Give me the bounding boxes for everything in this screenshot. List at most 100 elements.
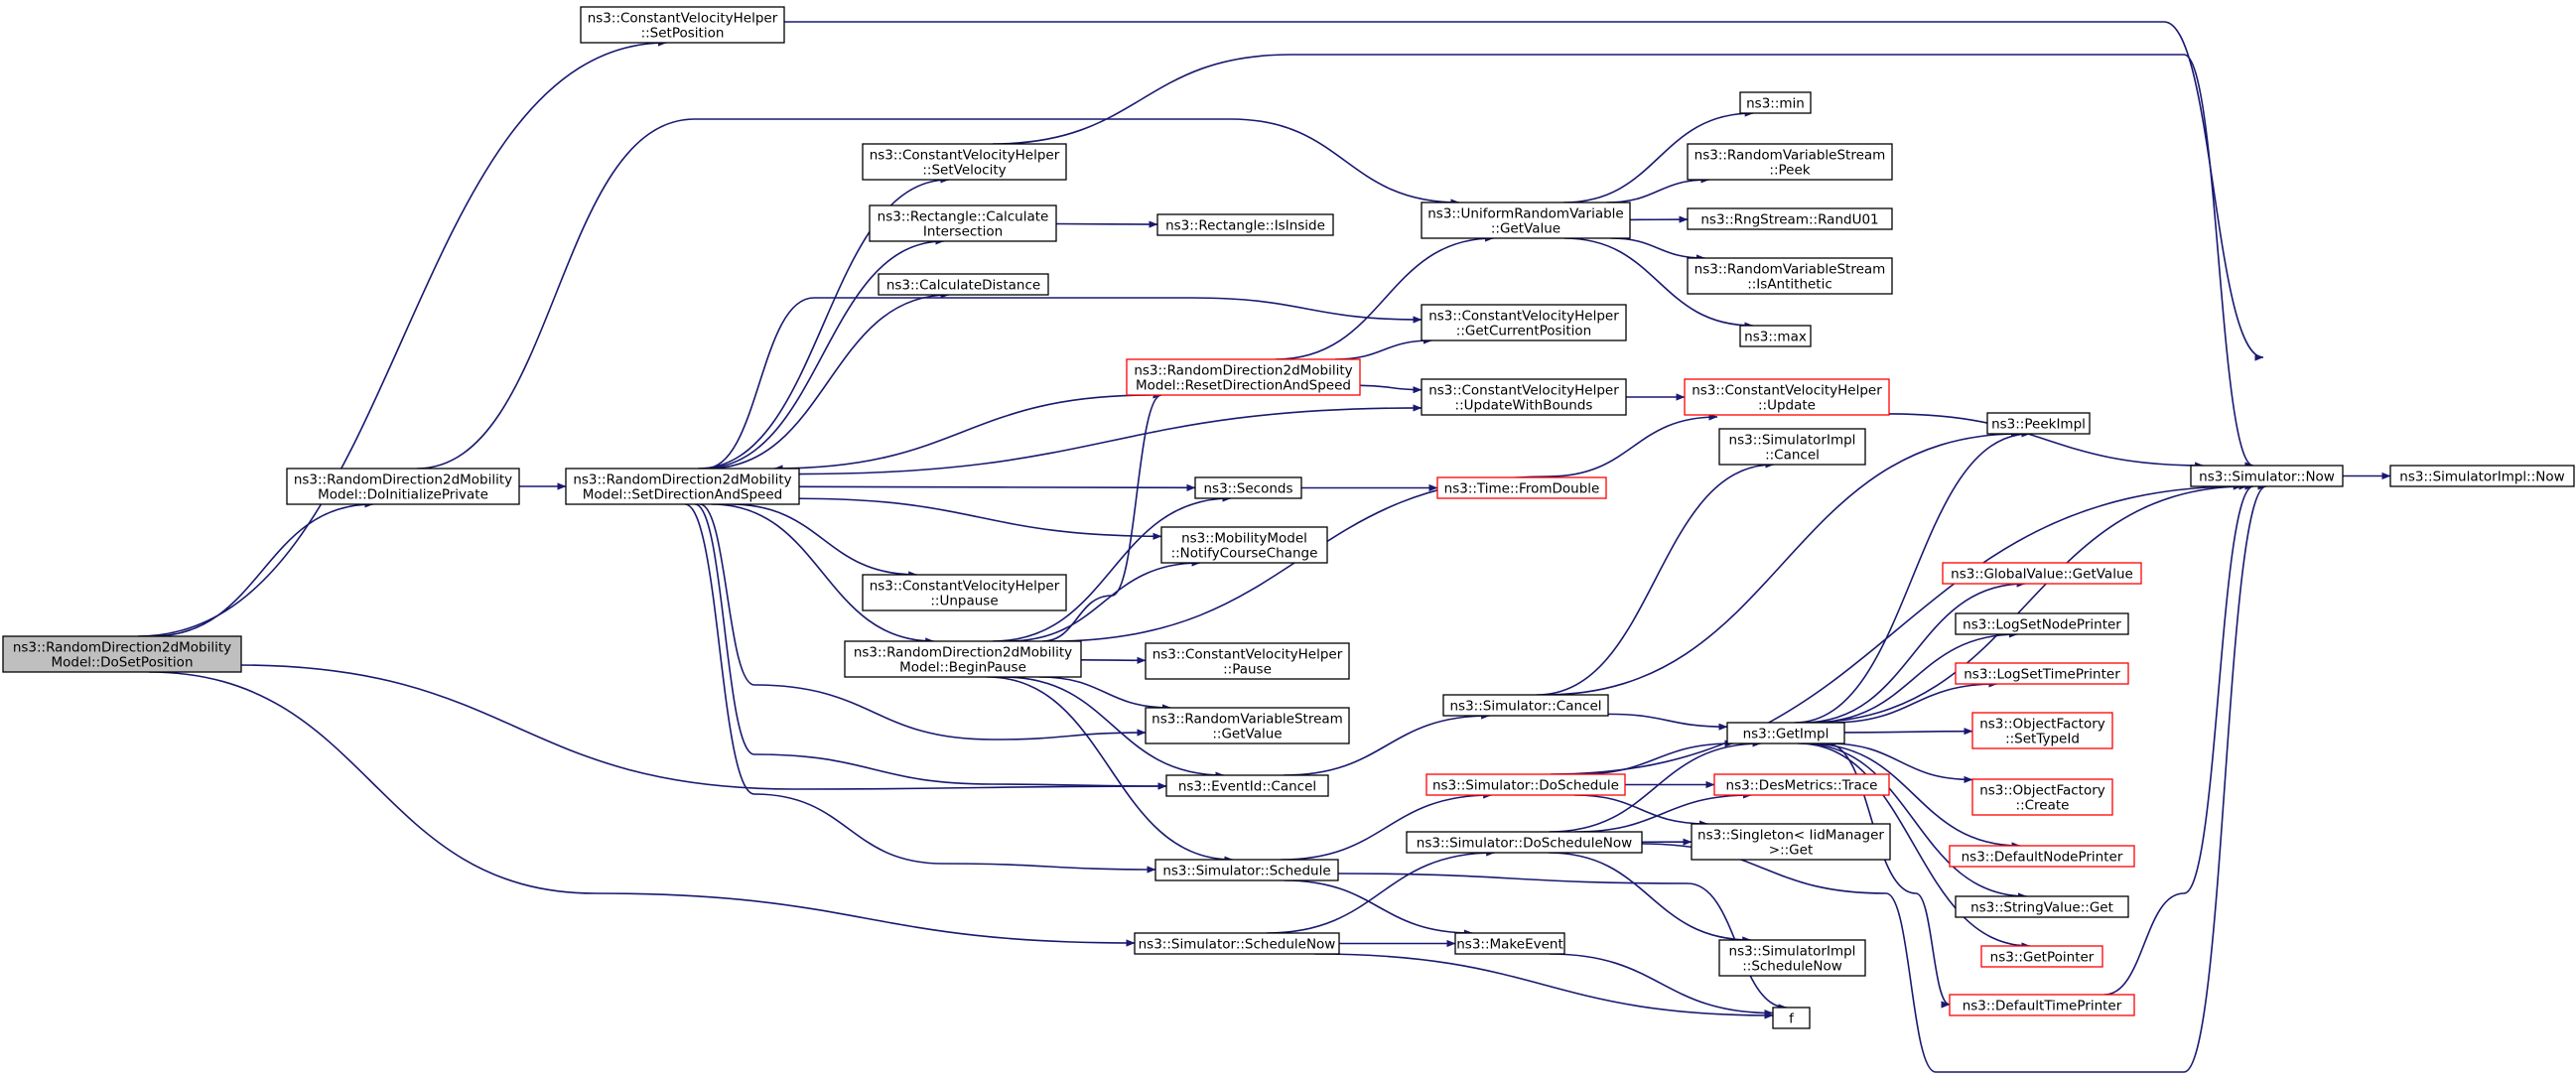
node-label-line: ::UpdateWithBounds (1455, 398, 1593, 414)
node-sim-doschedule[interactable]: ns3::Simulator::DoSchedule (1425, 773, 1626, 796)
node-desmetrics[interactable]: ns3::DesMetrics::Trace (1713, 773, 1890, 796)
node-mm-notify[interactable]: ns3::MobilityModel::NotifyCourseChange (1160, 526, 1328, 564)
node-label-line: ::Unpause (930, 594, 998, 609)
node-sim-schedulenow[interactable]: ns3::Simulator::ScheduleNow (1134, 932, 1340, 955)
node-label-line: ns3::Simulator::DoScheduleNow (1417, 836, 1632, 852)
node-box (1739, 325, 1812, 347)
edge-urv_getvalue-to-rvs_isanti (1610, 237, 1705, 262)
node-label-line: Model::DoInitializePrivate (318, 487, 488, 503)
node-doinit[interactable]: ns3::RandomDirection2dMobilityModel::DoI… (286, 468, 520, 505)
edge-sim_cancel-to-peekimpl (1545, 430, 2020, 696)
node-rvs-getvalue[interactable]: ns3::RandomVariableStream::GetValue (1145, 707, 1350, 744)
node-stringvalue-get[interactable]: ns3::StringValue::Get (1955, 895, 2129, 918)
node-label-line: ns3::ObjectFactory (1979, 783, 2105, 799)
node-logsettime[interactable]: ns3::LogSetTimePrinter (1955, 662, 2129, 685)
node-cvh-pause[interactable]: ns3::ConstantVelocityHelper::Pause (1145, 642, 1350, 680)
node-label-line: ns3::Simulator::Schedule (1162, 864, 1330, 879)
node-label-line: ns3::StringValue::Get (1970, 900, 2113, 916)
node-label-line: ::Cancel (1765, 448, 1820, 464)
node-sim-schedule[interactable]: ns3::Simulator::Schedule (1154, 859, 1339, 881)
node-label-line: ns3::RandomVariableStream (1695, 148, 1886, 164)
node-box (1971, 712, 2113, 749)
node-eventid-cancel[interactable]: ns3::EventId::Cancel (1165, 774, 1329, 797)
node-box (2190, 465, 2344, 487)
node-label-line: ns3::Time::FromDouble (1444, 481, 1600, 497)
node-sim-doschedulenow[interactable]: ns3::Simulator::DoScheduleNow (1406, 831, 1643, 854)
node-simimpl-cancel[interactable]: ns3::SimulatorImpl::Cancel (1718, 428, 1866, 466)
edge-sim_cancel-to-simimpl_cancel (1536, 461, 1775, 696)
node-label-line: ns3::ConstantVelocityHelper (1428, 309, 1619, 325)
edge-resetdir-to-urv_getvalue (1275, 234, 1495, 360)
node-cvh-updbounds[interactable]: ns3::ConstantVelocityHelper::UpdateWithB… (1421, 378, 1627, 416)
node-rng-randu01[interactable]: ns3::RngStream::RandU01 (1687, 207, 1893, 230)
node-getimpl[interactable]: ns3::GetImpl (1726, 722, 1845, 744)
node-box (580, 6, 785, 44)
node-min[interactable]: ns3::min (1739, 91, 1812, 114)
node-box (862, 574, 1067, 611)
node-singleton[interactable]: ns3::Singleton< IidManager>::Get (1691, 823, 1891, 861)
edge-setdir-to-cvh_setvel (698, 176, 950, 470)
node-cvh-update[interactable]: ns3::ConstantVelocityHelper::Update (1684, 378, 1890, 416)
node-urv-getvalue[interactable]: ns3::UniformRandomVariable::GetValue (1421, 202, 1631, 239)
node-of-create[interactable]: ns3::ObjectFactory::Create (1971, 778, 2113, 816)
node-rect-isinside[interactable]: ns3::Rectangle::IsInside (1156, 213, 1334, 236)
node-label-line: ns3::DesMetrics::Trace (1726, 778, 1878, 794)
edge-rect_calc-to-rect_isinside (1055, 220, 1158, 228)
node-label-line: f (1789, 1011, 1795, 1027)
edge-setdir-to-rect_calc (701, 237, 945, 470)
node-label-line: ns3::DefaultTimePrinter (1963, 999, 2122, 1014)
node-sim-now[interactable]: ns3::Simulator::Now (2190, 465, 2344, 487)
edge-doset-to-doinit (152, 500, 374, 637)
node-makeevent[interactable]: ns3::MakeEvent (1454, 932, 1565, 955)
node-logsetnode[interactable]: ns3::LogSetNodePrinter (1955, 612, 2129, 635)
node-box (2, 635, 242, 673)
node-label-line: ns3::RandomDirection2dMobility (13, 640, 231, 656)
edge-beginpause-to-seconds (992, 494, 1232, 642)
node-getpointer[interactable]: ns3::GetPointer (1980, 945, 2103, 968)
node-of-settypeid[interactable]: ns3::ObjectFactory::SetTypeId (1971, 712, 2113, 749)
node-box (1421, 304, 1627, 341)
node-rvs-isanti[interactable]: ns3::RandomVariableStream::IsAntithetic (1687, 257, 1893, 295)
node-label-line: ::SetVelocity (922, 163, 1006, 179)
node-sim-cancel[interactable]: ns3::Simulator::Cancel (1442, 694, 1609, 717)
edge-beginpause-to-rvs_getvalue (1038, 676, 1171, 712)
node-label-line: ns3::ConstantVelocityHelper (870, 579, 1060, 595)
node-setdir[interactable]: ns3::RandomDirection2dMobilityModel::Set… (565, 468, 800, 505)
node-deftimeprinter[interactable]: ns3::DefaultTimePrinter (1949, 994, 2135, 1016)
node-label-line: ns3::RngStream::RandU01 (1700, 212, 1878, 228)
node-rvs-peek[interactable]: ns3::RandomVariableStream::Peek (1687, 143, 1893, 181)
node-box (1134, 932, 1340, 955)
node-box (1687, 143, 1893, 181)
edge-setdir-to-cvh_updbounds (798, 404, 1423, 475)
node-defnodeprinter[interactable]: ns3::DefaultNodePrinter (1949, 845, 2135, 868)
node-cvh-setpos[interactable]: ns3::ConstantVelocityHelper::SetPosition (580, 6, 785, 44)
node-cvh-getcur[interactable]: ns3::ConstantVelocityHelper::GetCurrentP… (1421, 304, 1627, 341)
edge-setdir-to-sim_schedule (684, 503, 1156, 874)
node-box (1406, 831, 1643, 854)
node-cvh-unpause[interactable]: ns3::ConstantVelocityHelper::Unpause (862, 574, 1067, 611)
node-resetdir[interactable]: ns3::RandomDirection2dMobilityModel::Res… (1126, 358, 1361, 396)
node-cvh-setvel[interactable]: ns3::ConstantVelocityHelper::SetVelocity (862, 143, 1067, 181)
node-label-line: ns3::LogSetTimePrinter (1964, 667, 2120, 683)
node-doset[interactable]: ns3::RandomDirection2dMobilityModel::DoS… (2, 635, 242, 673)
edge-urv_getvalue-to-rvs_peek (1606, 176, 1710, 203)
edge-resetdir-to-setdir (773, 394, 1152, 472)
node-seconds[interactable]: ns3::Seconds (1194, 476, 1302, 499)
node-label-line: ns3::RandomVariableStream (1152, 712, 1343, 728)
node-beginpause[interactable]: ns3::RandomDirection2dMobilityModel::Beg… (844, 640, 1082, 678)
node-box (1684, 378, 1890, 416)
node-max[interactable]: ns3::max (1739, 325, 1812, 347)
edge-resetdir-to-cvh_updbounds (1359, 384, 1423, 394)
node-box (1949, 994, 2135, 1016)
node-time-fromdouble[interactable]: ns3::Time::FromDouble (1436, 476, 1607, 499)
node-f[interactable]: f (1772, 1007, 1811, 1029)
node-gv-getvalue[interactable]: ns3::GlobalValue::GetValue (1942, 562, 2142, 585)
node-box (1980, 945, 2103, 968)
node-simimpl-now[interactable]: ns3::SimulatorImpl::Now (2389, 465, 2575, 487)
node-peekimpl[interactable]: ns3::PeekImpl (1986, 412, 2091, 435)
node-label-line: ns3::CalculateDistance (886, 278, 1040, 294)
node-box (1739, 91, 1812, 114)
node-calcdist[interactable]: ns3::CalculateDistance (878, 273, 1049, 296)
node-simimpl-schednow[interactable]: ns3::SimulatorImpl::ScheduleNow (1718, 939, 1866, 977)
